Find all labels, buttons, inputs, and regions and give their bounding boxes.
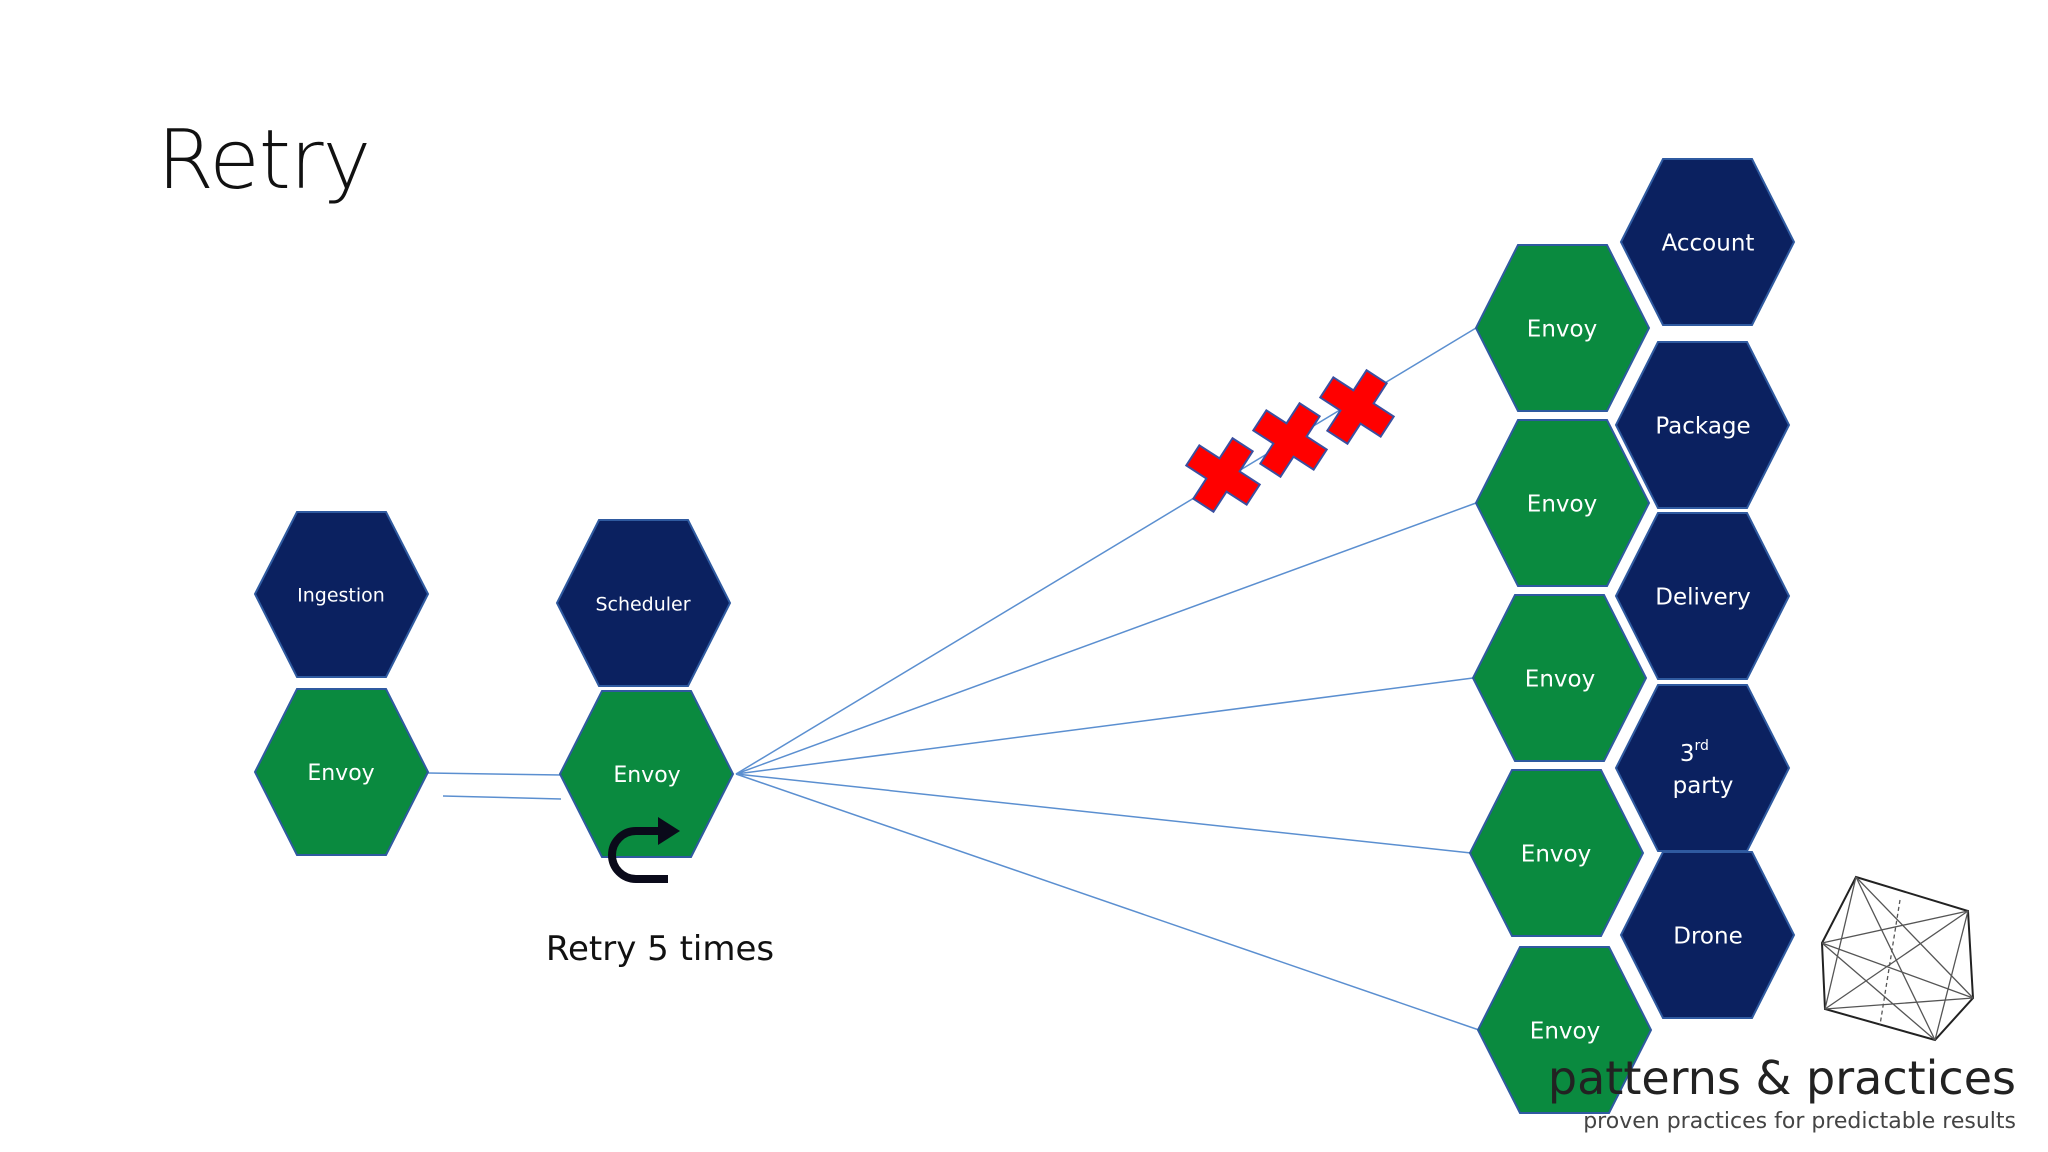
scheduler-service-hex: Scheduler	[555, 519, 732, 687]
third-party-line2: party	[1673, 773, 1734, 799]
ingestion-service-hex: Ingestion	[253, 511, 430, 678]
failure-cross-icon	[1184, 436, 1262, 514]
retry-caption: Retry 5 times	[546, 929, 774, 969]
retry-arrow-icon	[608, 817, 680, 883]
envoy-hex-shape	[1476, 946, 1653, 1114]
service-label: 3rd party	[1673, 733, 1734, 799]
drone-service-hex: Drone	[1619, 851, 1796, 1019]
delivery-service-hex: Delivery	[1614, 512, 1791, 680]
scheduler-envoy-hex: Envoy	[558, 690, 735, 858]
scheduler-to-envoy-2-line	[735, 502, 1477, 775]
service-hex-shape	[1614, 512, 1791, 680]
slide-title: Retry	[157, 113, 371, 208]
wireframe-gem-icon	[1820, 875, 1975, 1042]
ingestion-envoy-hex-shape	[253, 688, 430, 856]
service-hex-shape	[1619, 158, 1796, 326]
connectors	[427, 327, 1480, 1031]
envoy-hex-shape	[1474, 244, 1651, 412]
ingestion-to-scheduler-return-line	[442, 795, 562, 800]
envoy-hex-shape	[1471, 594, 1648, 762]
ingestion-envoy-hex: Envoy	[253, 688, 430, 856]
envoy-hex-shape	[1468, 769, 1645, 937]
service-label: Package	[1655, 414, 1750, 440]
failure-cross-icon	[1251, 401, 1329, 479]
scheduler-envoy-label: Envoy	[613, 763, 680, 788]
right-envoy-hex: Envoy	[1471, 594, 1648, 762]
service-label: Account	[1662, 231, 1755, 257]
brand-name: patterns & practices	[1548, 1051, 2016, 1105]
ingestion-label: Ingestion	[297, 585, 385, 607]
ingestion-to-scheduler-line	[427, 772, 563, 776]
scheduler-to-envoy-4-line	[735, 773, 1472, 854]
envoy-hex-shape	[1474, 419, 1651, 587]
service-hex-shape	[1614, 341, 1791, 509]
failed-attempts	[1184, 368, 1396, 514]
envoy-label: Envoy	[1521, 842, 1591, 868]
right-envoy-hex: Envoy	[1468, 769, 1645, 937]
third-party-number: 3	[1680, 741, 1695, 767]
right-envoy-hex: Envoy	[1474, 244, 1651, 412]
service-label: Delivery	[1655, 585, 1750, 611]
service-label: Drone	[1673, 924, 1742, 950]
envoy-label: Envoy	[1525, 667, 1595, 693]
service-hex-shape	[1619, 851, 1796, 1019]
scheduler-to-envoy-3-line	[735, 677, 1474, 775]
ingestion-envoy-label: Envoy	[307, 761, 374, 786]
third-party-superscript: rd	[1694, 738, 1708, 754]
scheduler-hex-shape	[555, 519, 732, 687]
envoy-label: Envoy	[1527, 317, 1597, 343]
scheduler-to-envoy-5-line	[735, 773, 1480, 1031]
failure-cross-icon	[1318, 368, 1396, 446]
scheduler-label: Scheduler	[595, 594, 690, 616]
right-envoy-hex: Envoy	[1476, 946, 1653, 1114]
third-party-service-hex: 3rd party	[1614, 684, 1791, 852]
envoy-label: Envoy	[1527, 492, 1597, 518]
service-hex-shape	[1614, 684, 1791, 852]
scheduler-envoy-hex-shape	[558, 690, 735, 858]
ingestion-hex-shape	[253, 511, 430, 678]
right-envoy-hex: Envoy	[1474, 419, 1651, 587]
package-service-hex: Package	[1614, 341, 1791, 509]
brand-tagline: proven practices for predictable results	[1583, 1109, 2016, 1134]
envoy-label: Envoy	[1530, 1019, 1600, 1045]
account-service-hex: Account	[1619, 158, 1796, 326]
